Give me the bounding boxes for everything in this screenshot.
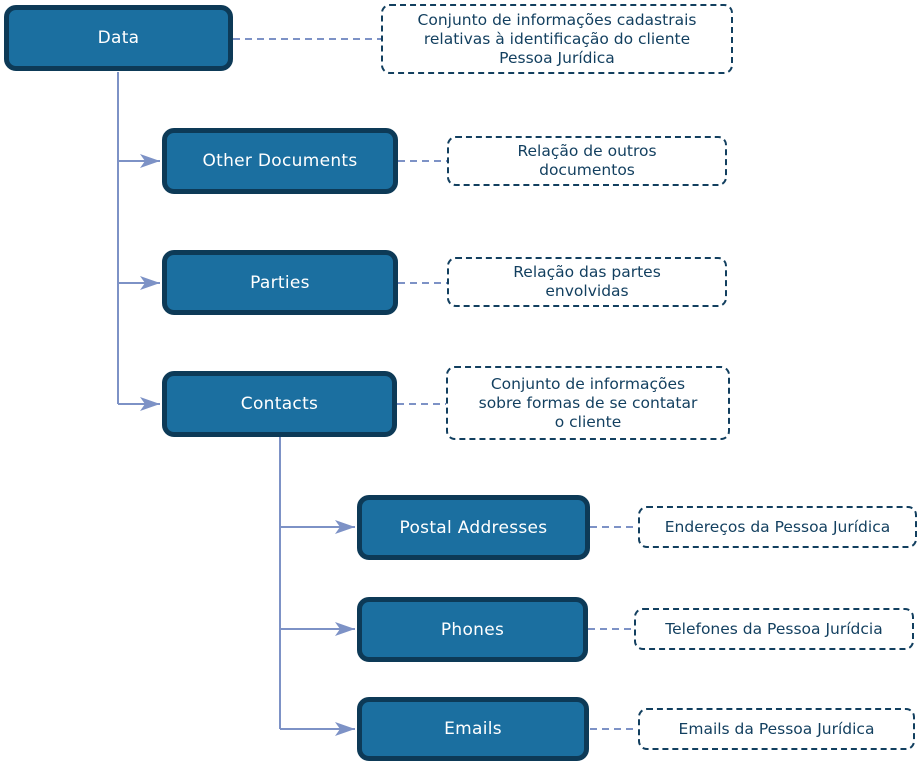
node-phones-label: Phones (440, 619, 505, 640)
node-postal-addresses[interactable]: Postal Addresses (357, 495, 590, 560)
annotation-contacts: Conjunto de informações sobre formas de … (446, 366, 730, 440)
node-parties-label: Parties (250, 272, 310, 293)
node-data-label: Data (97, 28, 140, 48)
annotation-data: Conjunto de informações cadastrais relat… (381, 4, 733, 74)
node-phones[interactable]: Phones (357, 597, 588, 662)
node-data[interactable]: Data (4, 5, 233, 71)
annotation-parties: Relação das partes envolvidas (447, 257, 727, 307)
annotation-phones-text: Telefones da Pessoa Jurídcia (665, 619, 883, 638)
node-other-documents[interactable]: Other Documents (162, 128, 398, 194)
annotation-postal-addresses-text: Endereços da Pessoa Jurídica (664, 517, 891, 536)
node-contacts[interactable]: Contacts (162, 371, 397, 437)
node-postal-addresses-label: Postal Addresses (399, 517, 548, 538)
node-other-documents-label: Other Documents (202, 151, 358, 171)
annotation-other-documents: Relação de outros documentos (447, 136, 727, 186)
annotation-postal-addresses: Endereços da Pessoa Jurídica (638, 506, 917, 548)
annotation-data-text: Conjunto de informações cadastrais relat… (417, 10, 697, 67)
node-parties[interactable]: Parties (162, 250, 398, 315)
annotation-phones: Telefones da Pessoa Jurídcia (634, 608, 914, 650)
node-contacts-label: Contacts (240, 394, 319, 414)
annotation-emails: Emails da Pessoa Jurídica (638, 708, 915, 750)
annotation-parties-text: Relação das partes envolvidas (513, 263, 661, 300)
node-emails[interactable]: Emails (357, 697, 589, 761)
node-emails-label: Emails (444, 719, 502, 739)
annotation-contacts-text: Conjunto de informações sobre formas de … (478, 374, 698, 431)
annotation-emails-text: Emails da Pessoa Jurídica (678, 719, 875, 738)
annotation-other-documents-text: Relação de outros documentos (517, 142, 657, 179)
